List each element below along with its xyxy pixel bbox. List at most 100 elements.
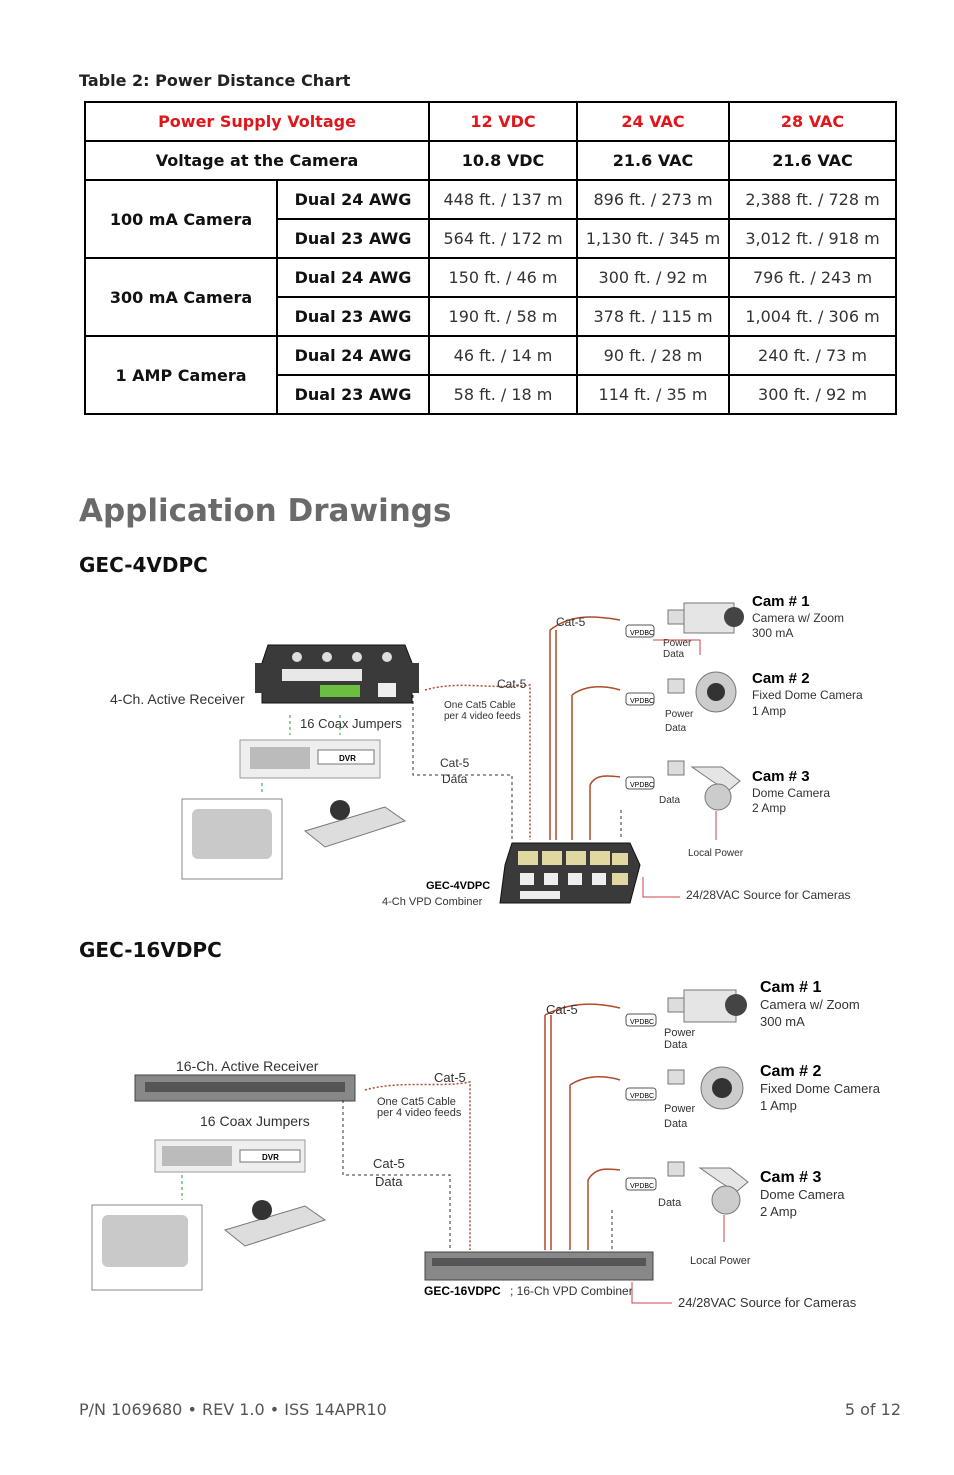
local-power-label: Local Power: [688, 848, 744, 859]
cat5-data-label: Cat-5: [373, 1156, 405, 1171]
coax-label: 16 Coax Jumpers: [200, 1113, 310, 1129]
wire-cell: Dual 24 AWG: [275, 335, 431, 376]
cam2-title: Cam # 2: [760, 1063, 821, 1080]
header-label: Power Supply Voltage: [83, 101, 431, 142]
drawing2-title: GEC-16VDPC: [79, 938, 222, 962]
table-row: 1 AMP Camera Dual 24 AWG 46 ft. / 14 m 9…: [84, 335, 898, 415]
cam1-type: Camera w/ Zoom: [752, 611, 844, 625]
cam1-title: Cam # 1: [760, 979, 821, 996]
per-feeds-label: per 4 video feeds: [444, 711, 521, 722]
distance-cell: 300 ft. / 92 m: [728, 374, 898, 415]
table-caption: Table 2: Power Distance Chart: [79, 71, 351, 90]
vpdbc-label: VPDBC: [630, 698, 654, 705]
cat5-data-label: Cat-5: [440, 756, 470, 770]
cam3-title: Cam # 3: [760, 1169, 821, 1186]
power-label: Power: [664, 1027, 696, 1039]
camera-2: [625, 671, 737, 713]
data-label: Data: [665, 723, 687, 734]
camera-3: [625, 760, 741, 811]
distance-cell: 796 ft. / 243 m: [728, 257, 898, 298]
distance-cell: 90 ft. / 28 m: [576, 335, 731, 376]
distance-cell: 190 ft. / 58 m: [428, 296, 579, 337]
per-feeds-label: per 4 video feeds: [377, 1107, 462, 1119]
group-label: 300 mA Camera: [84, 257, 278, 337]
cam1-title: Cam # 1: [752, 593, 810, 610]
camera-voltage-label: Voltage at the Camera: [83, 140, 431, 181]
cam3-current: 2 Amp: [752, 801, 786, 815]
joystick-device: [223, 1200, 327, 1247]
table-row: Dual 23 AWG 190 ft. / 58 m 378 ft. / 115…: [85, 296, 898, 337]
distance-cell: 58 ft. / 18 m: [428, 374, 579, 415]
vpdbc-label: VPDBC: [630, 630, 654, 637]
footer-part-number: P/N 1069680 • REV 1.0 • ISS 14APR10: [79, 1400, 387, 1419]
cam3-type: Dome Camera: [760, 1187, 845, 1202]
camera-1: [625, 989, 747, 1027]
table-row: Voltage at the Camera 10.8 VDC 21.6 VAC …: [83, 140, 898, 181]
cam2-title: Cam # 2: [752, 670, 810, 687]
combiner-desc: ; 16-Ch VPD Combiner: [510, 1284, 633, 1298]
wire-cell: Dual 23 AWG: [275, 218, 431, 259]
section-title: Application Drawings: [79, 493, 452, 529]
wire-cell: Dual 23 AWG: [275, 296, 431, 337]
wire-cell: Dual 24 AWG: [275, 257, 431, 298]
header-cell: 24 VAC: [576, 101, 731, 142]
distance-cell: 300 ft. / 92 m: [576, 257, 731, 298]
camera-voltage-cell: 10.8 VDC: [428, 140, 579, 181]
cam3-type: Dome Camera: [752, 786, 830, 800]
footer-page-number: 5 of 12: [844, 1400, 901, 1419]
power-label: Power: [664, 1103, 696, 1115]
receiver-label: 16-Ch. Active Receiver: [176, 1058, 319, 1074]
distance-cell: 240 ft. / 73 m: [728, 335, 898, 376]
camera-1: [625, 602, 744, 638]
header-cell: 12 VDC: [428, 101, 579, 142]
monitor-device: [91, 1204, 203, 1291]
vpdbc-label: VPDBC: [630, 1093, 654, 1100]
receiver-device: [255, 644, 419, 704]
table-row: 300 mA Camera Dual 24 AWG 150 ft. / 46 m…: [84, 257, 898, 337]
group-label: 100 mA Camera: [84, 179, 278, 259]
dvr-label: DVR: [262, 1153, 279, 1162]
receiver-label: 4-Ch. Active Receiver: [110, 691, 245, 707]
gec-16vdpc-diagram: 16-Ch. Active Receiver 16 Coax Jumpers D…: [91, 979, 881, 1310]
cam2-type: Fixed Dome Camera: [760, 1081, 881, 1096]
joystick-device: [303, 800, 407, 848]
monitor-device: [181, 798, 283, 880]
cam2-current: 1 Amp: [760, 1098, 797, 1113]
drawing1-title: GEC-4VDPC: [79, 553, 208, 577]
data-label: Data: [664, 1118, 688, 1130]
table-row: Power Supply Voltage 12 VDC 24 VAC 28 VA…: [83, 101, 898, 142]
receiver-device: [134, 1074, 356, 1102]
distance-cell: 1,130 ft. / 345 m: [576, 218, 731, 259]
source-label: 24/28VAC Source for Cameras: [686, 888, 851, 902]
one-cable-label: One Cat5 Cable: [377, 1096, 456, 1108]
one-cable-label: One Cat5 Cable: [444, 700, 516, 711]
vpdbc-label: VPDBC: [630, 1019, 654, 1026]
cam1-current: 300 mA: [752, 626, 793, 640]
cat5-top-label: Cat-5: [546, 1002, 578, 1017]
cam2-type: Fixed Dome Camera: [752, 688, 863, 702]
power-distance-table: Power Supply Voltage 12 VDC 24 VAC 28 VA…: [83, 101, 898, 415]
source-label: 24/28VAC Source for Cameras: [678, 1295, 857, 1310]
distance-cell: 150 ft. / 46 m: [428, 257, 579, 298]
local-power-label: Local Power: [690, 1255, 751, 1267]
cat5-top-label: Cat-5: [556, 615, 586, 629]
header-cell: 28 VAC: [728, 101, 898, 142]
power-label: Power: [663, 638, 692, 649]
cat5-mid-label: Cat-5: [497, 677, 527, 691]
group-label: 1 AMP Camera: [84, 335, 278, 415]
dvr-device: [239, 739, 381, 779]
wire-cell: Dual 23 AWG: [275, 374, 431, 415]
power-label: Power: [665, 709, 694, 720]
camera-3: [625, 1161, 749, 1215]
gec-4vdpc-diagram: 4-Ch. Active Receiver 16 Coax Jumpers DV…: [110, 593, 863, 908]
distance-cell: 378 ft. / 115 m: [576, 296, 731, 337]
cam3-current: 2 Amp: [760, 1204, 797, 1219]
data-label: Data: [659, 795, 681, 806]
camera-2: [625, 1066, 744, 1110]
combiner-label: GEC-16VDPC: [424, 1284, 501, 1298]
cam3-title: Cam # 3: [752, 768, 810, 785]
data-label: Data: [375, 1174, 403, 1189]
distance-cell: 448 ft. / 137 m: [428, 179, 579, 220]
coax-label: 16 Coax Jumpers: [300, 716, 402, 731]
cam1-type: Camera w/ Zoom: [760, 997, 860, 1012]
